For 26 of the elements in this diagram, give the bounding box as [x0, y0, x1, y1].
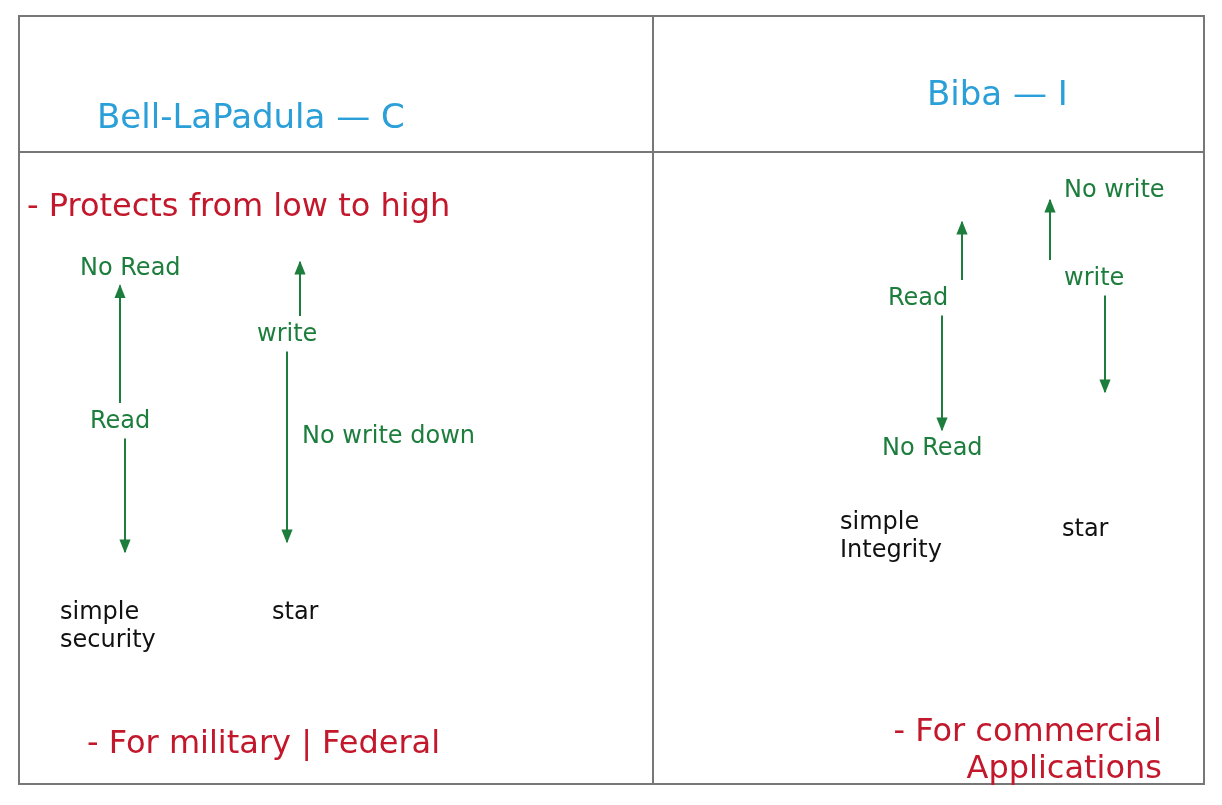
note-text: - Protects from low to high	[27, 187, 451, 224]
arrow	[956, 220, 968, 281]
arrow	[119, 437, 131, 554]
table-cell	[652, 151, 1205, 785]
arrow	[294, 260, 306, 317]
rule-text: No Read	[882, 434, 983, 462]
rule-text: Read	[888, 284, 949, 312]
arrow	[1099, 294, 1111, 394]
rule-text: write	[257, 320, 318, 348]
model-name: simple security	[60, 598, 157, 654]
rule-text: write	[1064, 264, 1125, 292]
model-name: star	[1062, 515, 1109, 543]
arrow	[281, 350, 293, 544]
table-cell	[18, 15, 654, 153]
rule-text: No Read	[80, 254, 181, 282]
note-text: - For military | Federal	[87, 724, 441, 761]
table-cell	[652, 15, 1205, 153]
arrow	[936, 314, 948, 432]
model-name: star	[272, 598, 319, 626]
column-heading: Biba — I	[927, 74, 1068, 114]
arrow	[114, 284, 126, 404]
column-heading: Bell-LaPadula — C	[97, 97, 405, 137]
model-name: simple Integrity	[840, 508, 943, 564]
arrow	[1044, 198, 1056, 261]
note-text: - For commercial Applications	[892, 712, 1162, 786]
rule-text: Read	[90, 407, 151, 435]
